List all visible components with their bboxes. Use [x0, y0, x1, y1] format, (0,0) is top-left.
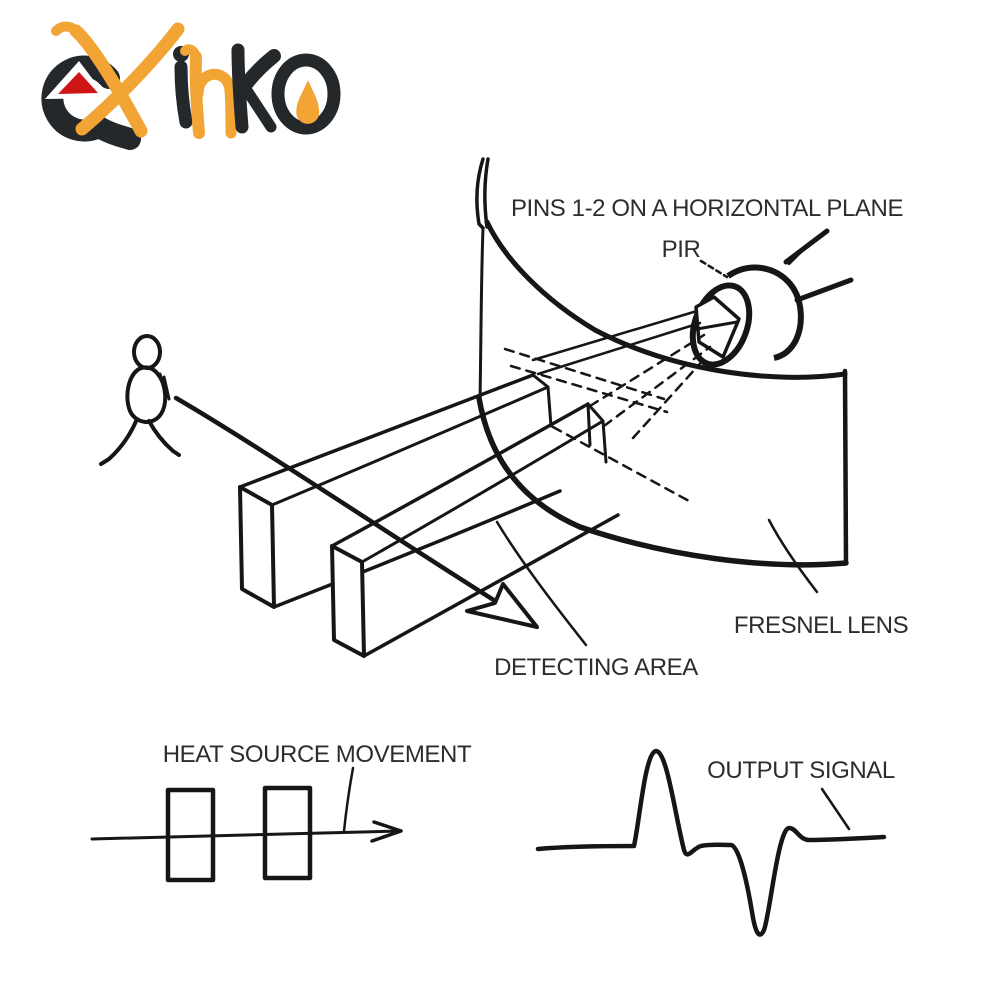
label-detecting: DETECTING AREA: [494, 654, 698, 681]
pir-leader-line: [699, 259, 729, 279]
person-arm-marks: [158, 372, 171, 401]
beam-front-bottom-edge: [362, 513, 620, 658]
movement-arrow-shaft: [173, 395, 503, 607]
movement-arrow-head: [465, 582, 539, 629]
output-leader-line: [820, 787, 851, 831]
logo-i-stem: [174, 60, 193, 129]
movement-arrow: [173, 395, 539, 629]
logo-o-drop: [296, 80, 320, 124]
heat-axis-arrowhead: [370, 820, 403, 843]
beam-rear-left-face: [238, 485, 276, 609]
label-pins: PINS 1-2 ON A HORIZONTAL PLANE: [511, 195, 903, 222]
beam-front-top-front-edge: [360, 419, 605, 564]
ir-rays: [503, 309, 712, 503]
logo-k-stem: [231, 43, 249, 134]
logo-x-stroke-1: [69, 24, 148, 138]
beam-rear-top-edge: [238, 373, 535, 489]
output-waveform: [535, 748, 887, 937]
ray-dashed-4: [602, 345, 712, 428]
brand-logo: eXinko: [41, 21, 341, 150]
ray-dashed-2: [509, 364, 669, 414]
person-torso: [125, 365, 168, 424]
beam-rear-top-front-edge: [270, 385, 550, 507]
ray-solid-2: [536, 321, 702, 376]
pir-sensing-window: [694, 295, 741, 359]
heat-pulse-rect-2: [262, 785, 313, 881]
heat-axis-line: [90, 829, 401, 841]
detecting-leader-line: [495, 520, 588, 647]
pir-body: [726, 264, 804, 361]
pir-sensor-drawing: [689, 228, 854, 368]
logo-x-hook: [51, 21, 81, 36]
heat-leader-line: [342, 766, 355, 833]
detection-beams: [238, 373, 620, 658]
beam-rear-end-face: [531, 373, 553, 428]
beam-front-left-face: [330, 544, 366, 658]
label-fresnel: FRESNEL LENS: [734, 612, 908, 639]
diagram-labels: PINS 1-2 ON A HORIZONTAL PLANE PIR FRESN…: [494, 195, 908, 681]
output-signal-panel: OUTPUT SIGNAL: [535, 748, 895, 937]
logo-k-leg: [240, 83, 277, 133]
ray-dashed-5: [551, 425, 691, 503]
person-head: [132, 334, 162, 370]
logo-k-arm: [240, 49, 281, 90]
ray-solid-1: [531, 309, 699, 362]
beam-front-end-face: [586, 402, 608, 464]
pir-window-divider: [695, 320, 739, 331]
logo-e-glyph: [41, 55, 141, 150]
pir-wire-2: [794, 277, 854, 303]
label-heat-source: HEAT SOURCE MOVEMENT: [163, 741, 472, 768]
lens-right-edge: [842, 368, 849, 566]
person-leg-right: [147, 419, 181, 457]
beam-front: [330, 402, 620, 658]
beam-front-top-edge: [330, 402, 590, 548]
label-pir: PIR: [662, 236, 701, 263]
lens-bottom-curve: [476, 395, 849, 568]
logo-triangle-red: [58, 72, 98, 94]
lens-left-edge-inner: [483, 157, 490, 229]
fresnel-leader-line: [767, 518, 819, 594]
ray-dashed-6: [631, 355, 708, 440]
lens-left-edge-outer: [475, 157, 485, 230]
ray-dashed-1: [503, 347, 666, 401]
pir-wire-1-stub: [787, 247, 805, 265]
lens-left-vertical: [478, 226, 485, 404]
label-output-signal: OUTPUT SIGNAL: [707, 757, 895, 784]
logo-x-stroke-2: [75, 22, 185, 136]
ray-dashed-3: [588, 333, 706, 408]
heat-source-panel: HEAT SOURCE MOVEMENT: [90, 741, 472, 883]
logo-n-arch: [192, 68, 237, 139]
logo-o-ring: [271, 53, 341, 135]
heat-pulse-rect-1: [165, 787, 216, 883]
person-figure: [99, 334, 181, 466]
person-leg-left: [99, 417, 139, 466]
